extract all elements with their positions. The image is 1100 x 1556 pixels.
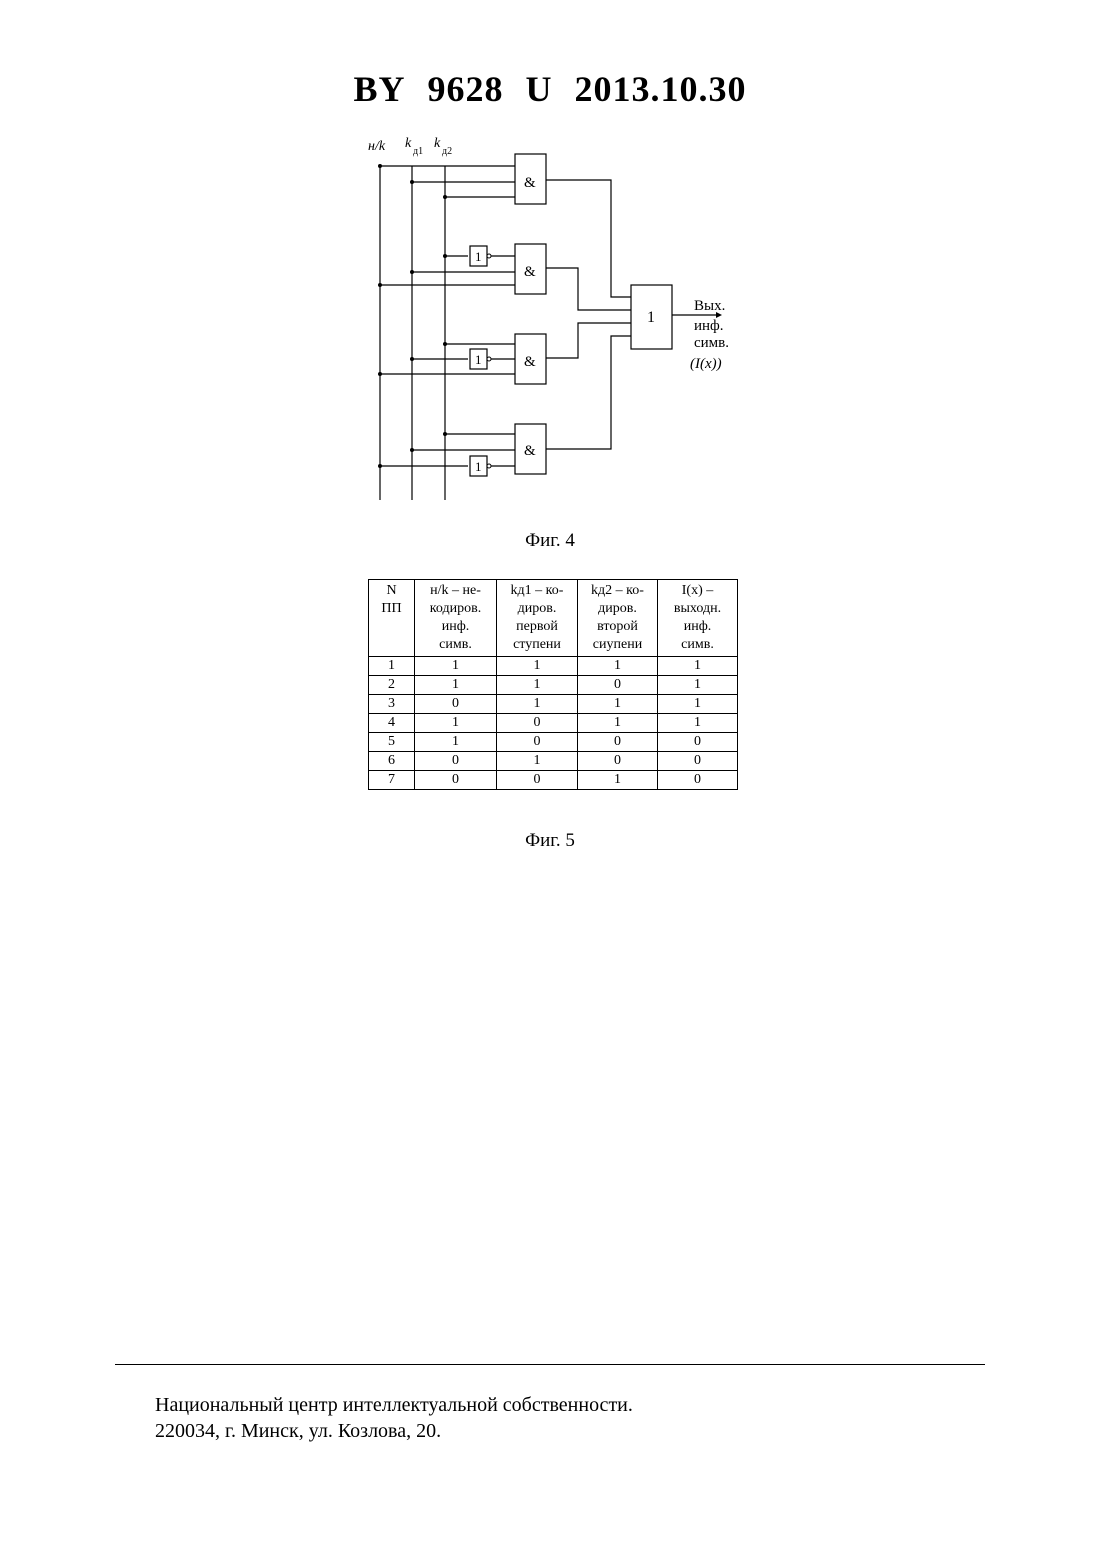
header-country: BY bbox=[353, 69, 405, 109]
table-row: 7 0 0 1 0 bbox=[369, 771, 738, 790]
not-symbol-3: 1 bbox=[475, 459, 482, 474]
table-cell: 0 bbox=[497, 733, 578, 752]
table-cell: 0 bbox=[415, 771, 497, 790]
table-cell: 5 bbox=[369, 733, 415, 752]
output-label-2: инф. bbox=[694, 318, 724, 334]
input-label-kd1-sub: д1 bbox=[413, 146, 423, 157]
table-cell: 1 bbox=[578, 695, 658, 714]
table-cell: 1 bbox=[658, 657, 738, 676]
truth-table: N ПП н/k – не- кодиров. инф. симв. kд1 –… bbox=[368, 579, 738, 790]
table-row: 2 1 1 0 1 bbox=[369, 676, 738, 695]
input-label-kd2: k bbox=[434, 136, 441, 151]
figure-5-caption: Фиг. 5 bbox=[0, 830, 1100, 852]
or-symbol: 1 bbox=[647, 309, 655, 326]
table-cell: 0 bbox=[658, 733, 738, 752]
table-cell: 1 bbox=[578, 714, 658, 733]
table-cell: 0 bbox=[578, 752, 658, 771]
header-kind: U bbox=[526, 69, 553, 109]
table-cell: 1 bbox=[415, 733, 497, 752]
table-cell: 1 bbox=[497, 676, 578, 695]
table-row: 6 0 1 0 0 bbox=[369, 752, 738, 771]
table-cell: 0 bbox=[497, 714, 578, 733]
table-cell: 0 bbox=[658, 752, 738, 771]
table-cell: 1 bbox=[369, 657, 415, 676]
table-cell: 1 bbox=[658, 676, 738, 695]
table-cell: 1 bbox=[497, 752, 578, 771]
and-symbol-2: & bbox=[524, 264, 536, 280]
table-cell: 1 bbox=[497, 695, 578, 714]
col-header-ix: I(x) – выходн. инф. симв. bbox=[658, 580, 738, 657]
input-label-kd1: k bbox=[405, 136, 412, 151]
table-row: 3 0 1 1 1 bbox=[369, 695, 738, 714]
table-cell: 7 bbox=[369, 771, 415, 790]
footer-divider bbox=[115, 1364, 985, 1365]
table-row: 4 1 0 1 1 bbox=[369, 714, 738, 733]
table-cell: 1 bbox=[658, 714, 738, 733]
logic-circuit-diagram: н/k k д1 k д2 & & & & 1 1 1 1 Вых. инф. … bbox=[350, 128, 750, 508]
table-cell: 1 bbox=[578, 771, 658, 790]
table-cell: 1 bbox=[415, 657, 497, 676]
header-date: 2013.10.30 bbox=[575, 69, 747, 109]
table-row: 5 1 0 0 0 bbox=[369, 733, 738, 752]
not-symbol-2: 1 bbox=[475, 352, 482, 367]
table-cell: 4 bbox=[369, 714, 415, 733]
and-symbol-3: & bbox=[524, 354, 536, 370]
table-cell: 3 bbox=[369, 695, 415, 714]
col-header-nk: н/k – не- кодиров. инф. симв. bbox=[415, 580, 497, 657]
table-cell: 0 bbox=[578, 733, 658, 752]
table-cell: 1 bbox=[658, 695, 738, 714]
input-label-nk: н/k bbox=[368, 139, 386, 154]
table-cell: 6 bbox=[369, 752, 415, 771]
col-header-kd2: kд2 – ко- диров. второй сиупени bbox=[578, 580, 658, 657]
and-symbol-4: & bbox=[524, 443, 536, 459]
header-number: 9628 bbox=[428, 69, 504, 109]
table-cell: 0 bbox=[578, 676, 658, 695]
output-label-4: (I(x)) bbox=[690, 356, 722, 372]
output-label-1: Вых. bbox=[694, 298, 725, 314]
table-cell: 0 bbox=[415, 752, 497, 771]
table-cell: 0 bbox=[415, 695, 497, 714]
table-cell: 1 bbox=[415, 714, 497, 733]
and-symbol-1: & bbox=[524, 175, 536, 191]
footer-org-name: Национальный центр интеллектуальной собс… bbox=[155, 1394, 633, 1417]
output-label-3: симв. bbox=[694, 335, 729, 351]
table-cell: 0 bbox=[497, 771, 578, 790]
not-symbol-1: 1 bbox=[475, 249, 482, 264]
truth-table-header-row: N ПП н/k – не- кодиров. инф. симв. kд1 –… bbox=[369, 580, 738, 657]
footer-address: 220034, г. Минск, ул. Козлова, 20. bbox=[155, 1420, 441, 1443]
table-cell: 0 bbox=[658, 771, 738, 790]
col-header-kd1: kд1 – ко- диров. первой ступени bbox=[497, 580, 578, 657]
input-label-kd2-sub: д2 bbox=[442, 146, 452, 157]
table-cell: 1 bbox=[415, 676, 497, 695]
figure-4-caption: Фиг. 4 bbox=[0, 530, 1100, 552]
table-row: 1 1 1 1 1 bbox=[369, 657, 738, 676]
col-header-n: N ПП bbox=[369, 580, 415, 657]
table-cell: 1 bbox=[578, 657, 658, 676]
table-cell: 2 bbox=[369, 676, 415, 695]
table-cell: 1 bbox=[497, 657, 578, 676]
patent-header: BY 9628 U 2013.10.30 bbox=[0, 68, 1100, 110]
